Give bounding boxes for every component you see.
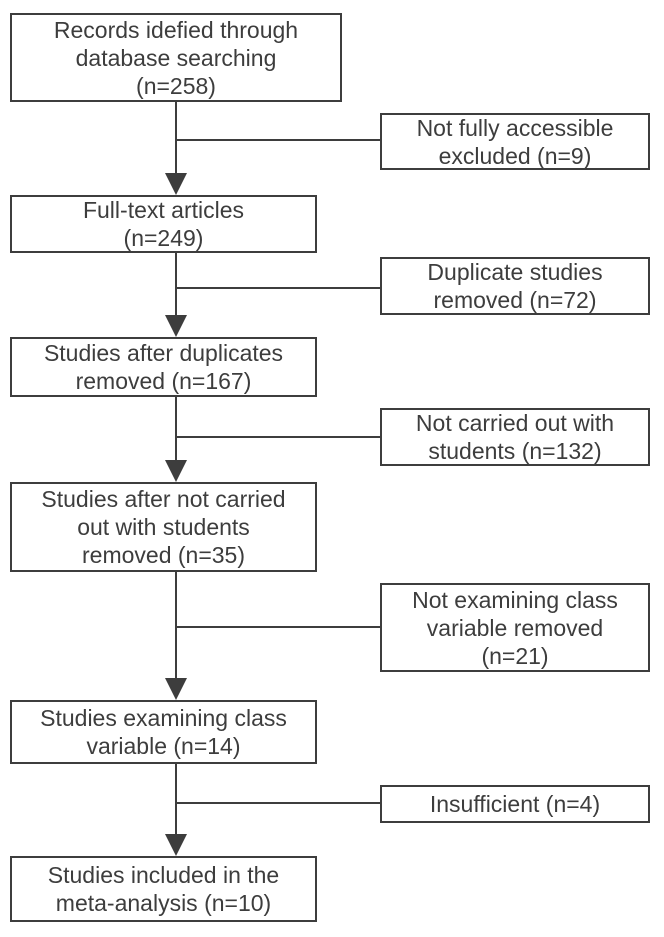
flow-box-after-not-carried-out-removed: Studies after not carried out with stude… [10,482,317,572]
flow-box-examining-class-variable: Studies examining class variable (n=14) [10,700,317,764]
exclusion-box-not-examining-class: Not examining class variable removed (n=… [380,583,650,672]
flow-box-after-duplicates-removed: Studies after duplicates removed (n=167) [10,337,317,397]
connector-branch-4 [176,626,380,628]
connector-branch-2 [176,287,380,289]
connector-vertical-5 [175,762,177,834]
arrow-down-icon [165,834,187,856]
exclusion-box-duplicate-studies: Duplicate studies removed (n=72) [380,257,650,315]
connector-vertical-4 [175,570,177,678]
connector-branch-1 [176,139,380,141]
connector-vertical-1 [175,102,177,175]
exclusion-box-not-carried-out: Not carried out with students (n=132) [380,408,650,466]
arrow-down-icon [165,173,187,195]
arrow-down-icon [165,315,187,337]
flow-box-included-meta-analysis: Studies included in the meta-analysis (n… [10,856,317,922]
connector-vertical-2 [175,251,177,315]
connector-branch-3 [176,436,380,438]
flow-box-records-identified: Records idefied through database searchi… [10,13,342,102]
flow-box-full-text-articles: Full-text articles (n=249) [10,195,317,253]
arrow-down-icon [165,678,187,700]
arrow-down-icon [165,460,187,482]
connector-vertical-3 [175,395,177,460]
exclusion-box-insufficient: Insufficient (n=4) [380,785,650,823]
connector-branch-5 [176,802,380,804]
exclusion-box-not-fully-accessible: Not fully accessible excluded (n=9) [380,113,650,170]
